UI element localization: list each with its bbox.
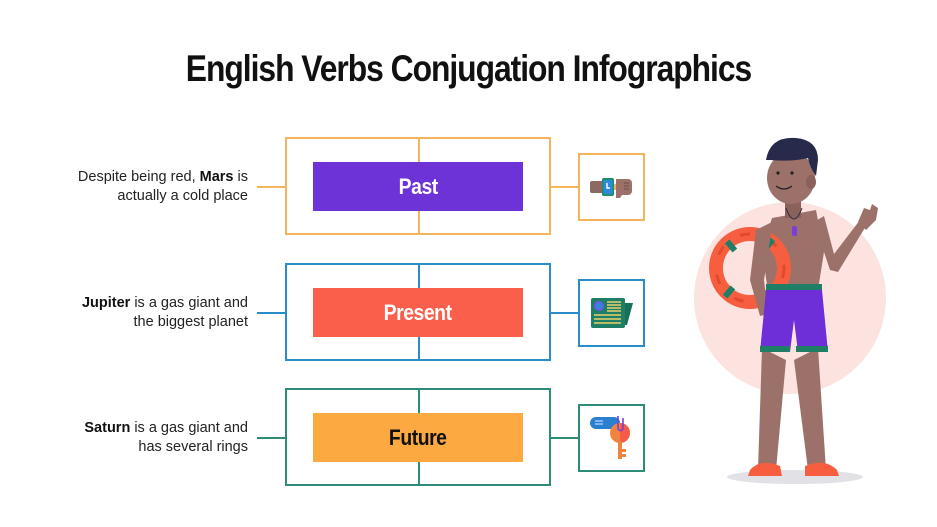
- tense-frame: Future: [285, 388, 551, 486]
- tense-frame: Present: [285, 263, 551, 361]
- desc-highlight: Jupiter: [81, 295, 131, 311]
- key-icon: [589, 416, 630, 459]
- connector-right: [551, 437, 578, 439]
- icon-frame: [578, 404, 645, 472]
- tense-label-present: Present: [313, 288, 523, 337]
- desc-highlight: Saturn: [84, 420, 131, 436]
- lifeguard-character-icon: [694, 137, 886, 484]
- tense-label-past: Past: [313, 162, 523, 211]
- connector-right: [551, 312, 578, 314]
- desc-text: the biggest planet: [133, 314, 248, 330]
- tense-text: Past: [398, 173, 438, 199]
- row-description: Saturn is a gas giant and has several ri…: [28, 419, 248, 457]
- connector-right: [551, 186, 578, 188]
- tense-row-future: Saturn is a gas giant and has several ri…: [0, 388, 937, 488]
- tense-text: Future: [389, 424, 447, 450]
- row-description: Despite being red, Mars is actually a co…: [28, 168, 248, 206]
- page-title: English Verbs Conjugation Infographics: [185, 48, 752, 89]
- tense-label-future: Future: [313, 413, 523, 462]
- desc-highlight: Mars: [199, 169, 234, 185]
- desc-text: is: [233, 169, 248, 185]
- lifeguard-illustration: [690, 130, 900, 490]
- tense-text: Present: [384, 299, 452, 325]
- tense-row-present: Jupiter is a gas giant and the biggest p…: [0, 263, 937, 363]
- desc-text: Despite being red,: [77, 169, 200, 185]
- newspaper-icon: [590, 298, 633, 328]
- tense-row-past: Despite being red, Mars is actually a co…: [0, 137, 937, 237]
- connector-left: [257, 186, 285, 188]
- wristwatch-icon: [589, 178, 632, 198]
- connector-left: [257, 312, 285, 314]
- icon-frame: [578, 153, 645, 221]
- row-description: Jupiter is a gas giant and the biggest p…: [28, 294, 248, 332]
- desc-text: is a gas giant and: [130, 420, 248, 436]
- desc-text: is a gas giant and: [130, 295, 248, 311]
- connector-left: [257, 437, 285, 439]
- desc-text: actually a cold place: [117, 188, 248, 204]
- desc-text: has several rings: [138, 439, 248, 455]
- icon-frame: [578, 279, 645, 347]
- tense-frame: Past: [285, 137, 551, 235]
